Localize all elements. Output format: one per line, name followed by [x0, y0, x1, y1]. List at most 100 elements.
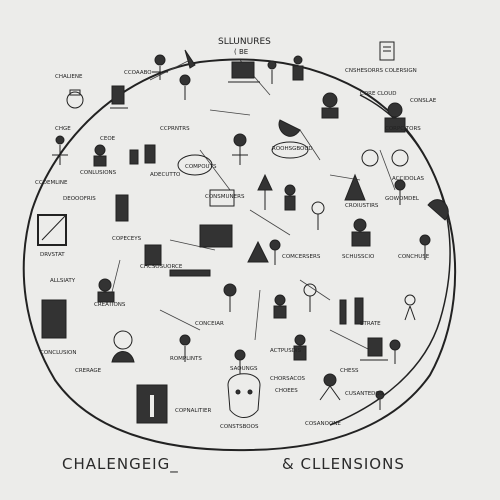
shelf-icon	[115, 194, 129, 222]
sketch-label: SAOUNGS	[230, 366, 258, 372]
sketch-label: ADECUTTO	[150, 172, 181, 178]
figure-icon	[389, 339, 401, 364]
sketch-label: GOWOMDEL	[385, 196, 420, 202]
sketch-label: CONCLUSION	[40, 350, 77, 356]
book-icon	[379, 41, 395, 61]
abstract-icon	[427, 199, 449, 221]
cabinet-icon	[41, 299, 67, 339]
person-icon	[321, 92, 339, 119]
tent-icon	[247, 240, 269, 263]
figure-icon	[293, 334, 307, 361]
pyramid-icon	[344, 173, 366, 201]
sketch-label: ACCIDOLAS	[392, 176, 424, 182]
figure-icon	[319, 373, 341, 401]
sketch-label: CORPCITORS	[385, 126, 421, 132]
figure-icon	[152, 54, 168, 80]
sketch-label: CONLUSIONS	[80, 170, 117, 176]
sketch-label: CRERAGE	[75, 368, 102, 374]
sketch-label: ALLSIATY	[50, 278, 76, 284]
sketch-label: CCPRNTRS	[160, 126, 190, 132]
sketch-label: ROOHSGBOUD	[272, 146, 313, 152]
sketch-label: CORE CLOUD	[360, 91, 397, 97]
sketch-label: CONSTSBOOS	[220, 424, 259, 430]
sketch-label: DEOOOFRIS	[63, 196, 96, 202]
figure-icon	[97, 278, 115, 303]
sketch-label: CROIUSTIRS	[345, 203, 379, 209]
figure-icon	[273, 294, 287, 319]
hand-icon	[278, 119, 301, 137]
sketch-label: CONSLAE	[410, 98, 437, 104]
sketch-label: COPNALITIER	[175, 408, 212, 414]
cloud-icon	[271, 141, 309, 159]
box-icon	[209, 189, 235, 207]
sketch-label: CONSMUNERS	[205, 194, 245, 200]
sketch-label: CHCSOSUORCE	[140, 264, 183, 270]
figure-icon	[52, 135, 68, 165]
figure-icon	[292, 55, 304, 81]
figure-icon	[223, 283, 237, 312]
sketch-label: CONCHUSE	[398, 254, 430, 260]
chair-icon	[360, 337, 388, 361]
figure-icon	[375, 390, 385, 410]
caption-challenges: CHALENGEIG_	[62, 455, 179, 473]
caption-conclusions: & CLLENSIONS	[282, 455, 405, 473]
sketch-label: STRATE	[360, 321, 381, 327]
figure-icon	[404, 294, 416, 321]
sketch-label: COSANOONE	[305, 421, 341, 427]
sketch-label: CHGE	[55, 126, 71, 132]
lock-icon	[66, 89, 84, 109]
sketch-label: CHALIENE	[55, 74, 83, 80]
sketch-label: CCOAABO	[124, 70, 152, 76]
figure-icon	[234, 349, 246, 374]
machine-icon	[136, 384, 168, 424]
figure-icon	[179, 334, 191, 362]
chair-icon	[110, 85, 128, 109]
box-icon	[144, 244, 162, 266]
sketch-label: CNSHESORRS COLERSIGN	[345, 68, 417, 74]
sketch-label: CONCEIAR	[195, 321, 224, 327]
person-icon	[111, 330, 135, 363]
bottle-icon	[339, 297, 364, 325]
face-icon	[227, 373, 261, 418]
person-icon	[179, 74, 191, 100]
connector-lines	[109, 59, 396, 351]
slider-icon	[169, 269, 211, 277]
sketch-label: DRVSTAT	[40, 252, 65, 258]
bicycle-icon	[361, 149, 409, 167]
swoop-line	[329, 94, 451, 426]
sketch-label: CHOEES	[275, 388, 298, 394]
sketch-label: ROMPLINTS	[170, 356, 202, 362]
figure-icon	[232, 133, 248, 165]
figure-icon	[351, 218, 371, 247]
sketch-label: COPECEYS	[112, 236, 142, 242]
bubble-icon	[177, 154, 213, 176]
desk-icon	[228, 61, 260, 83]
sketch-labels: CHALIENE CCOAABO CNSHESORRS COLERSIGN CO…	[35, 68, 437, 430]
sketch-label: CUSANTEDOS	[345, 391, 384, 397]
sketch-icons	[37, 41, 449, 424]
header-sublabel: ( BE	[234, 48, 248, 56]
figure-icon	[394, 179, 406, 205]
figure-icon	[419, 234, 431, 260]
sketch-label: CHORSACOS	[270, 376, 306, 382]
lamp-icon	[257, 173, 273, 210]
figure-icon	[267, 60, 277, 84]
figure-icon	[284, 184, 296, 211]
figure-icon	[93, 144, 107, 167]
figure-icon	[311, 201, 325, 230]
frame-icon	[37, 214, 67, 246]
figure-icon	[384, 102, 406, 133]
sketch-label: ACTPUSDIS	[270, 348, 302, 354]
figure-icon	[269, 239, 281, 265]
sketch-label: CREATIONS	[94, 302, 126, 308]
scene-icon	[199, 224, 233, 248]
header-label: SLLUNURES	[218, 37, 271, 47]
sketch-label: SCHUSSCIO	[342, 254, 375, 260]
pen-icon	[184, 49, 196, 69]
sketch-label: COMPOUTS	[185, 164, 217, 170]
figure-icon	[303, 283, 317, 312]
cup-icon	[129, 144, 156, 165]
sketch-label: CHESS	[340, 368, 359, 374]
sketch-label: COMCERSERS	[282, 254, 321, 260]
